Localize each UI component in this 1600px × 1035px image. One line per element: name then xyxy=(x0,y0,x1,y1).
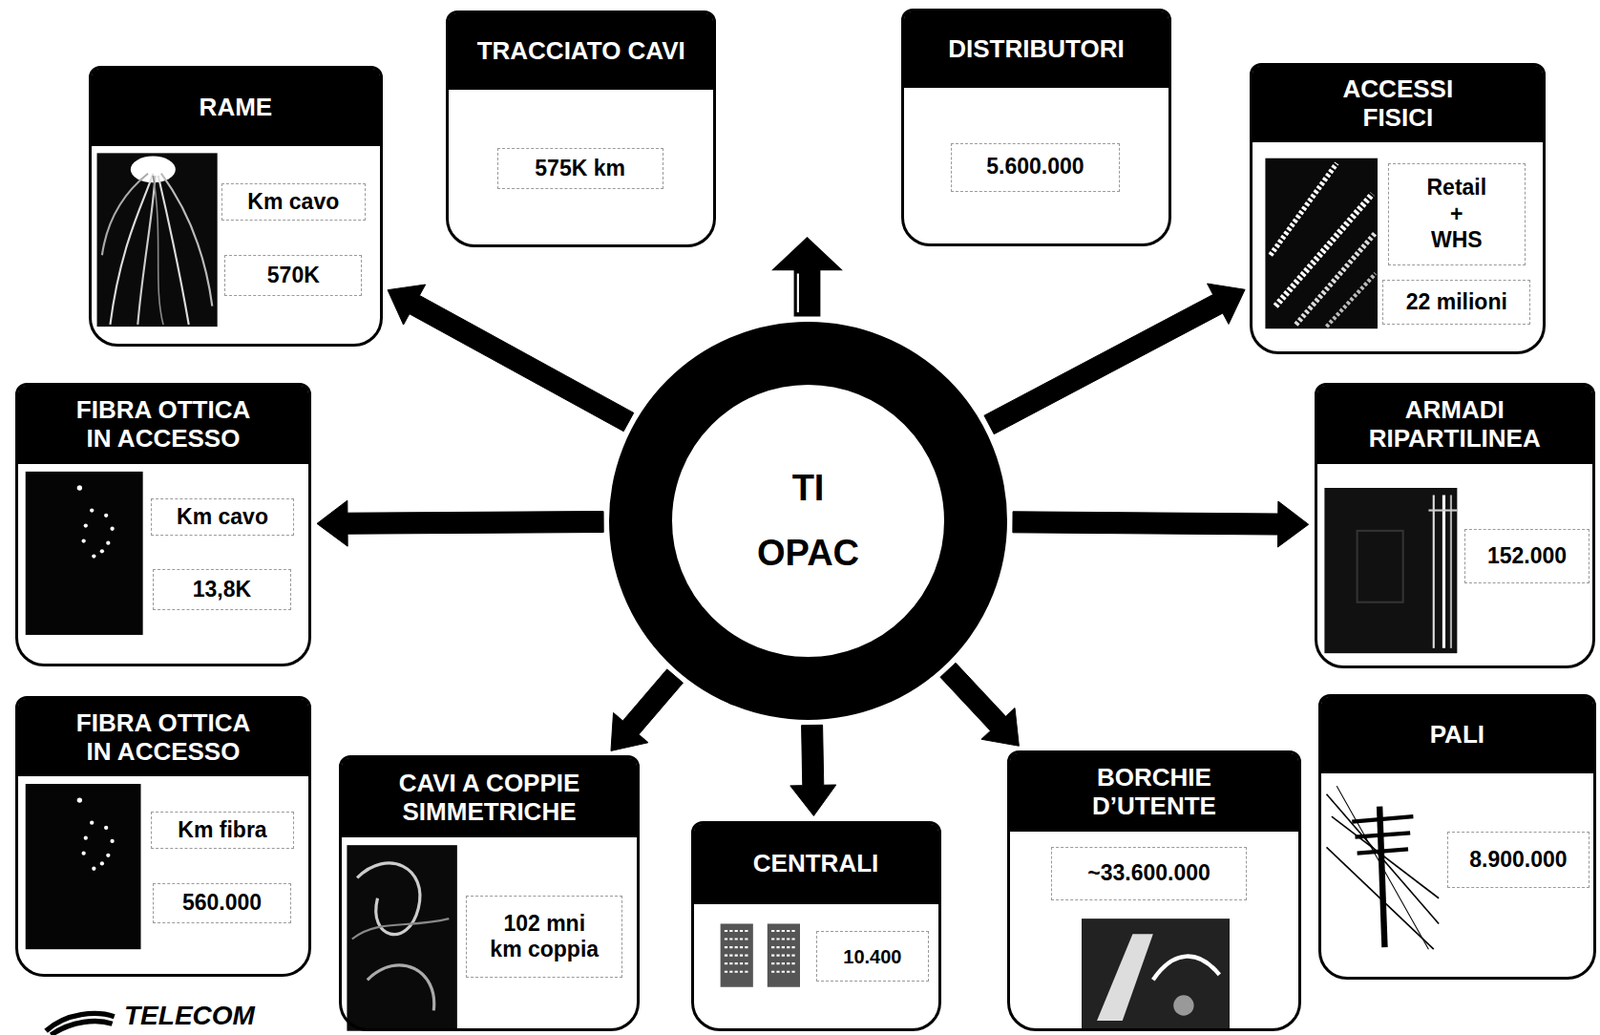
value-label: 152.000 xyxy=(1464,528,1589,585)
value-label: 5.600.000 xyxy=(950,143,1119,192)
info-box: CAVI A COPPIE SIMMETRICHE 102 mni km copp… xyxy=(338,755,640,1032)
value-label: 13,8K xyxy=(152,568,291,611)
arrow-connector xyxy=(1012,501,1309,548)
fibre-photo xyxy=(25,471,144,635)
info-box: PALI 8.900.000 xyxy=(1318,694,1597,980)
value-label: ~33.600.000 xyxy=(1051,846,1247,901)
box-header: PALI xyxy=(1321,696,1594,774)
cable-photo xyxy=(1264,158,1378,330)
fibre-photo xyxy=(25,783,142,949)
arrow-connector xyxy=(940,662,1019,746)
arrow-connector xyxy=(790,724,837,816)
socket-photo xyxy=(1081,918,1230,1029)
box-header: FIBRA OTTICA IN ACCESSO xyxy=(18,385,309,464)
info-box: RAME Km cavo 570K xyxy=(88,65,383,347)
info-box: ACCESSI FISICI Retail + WHS 22 milioni xyxy=(1249,63,1546,355)
value-label: 570K xyxy=(224,254,362,296)
logo-text: TELECOM xyxy=(124,1000,255,1032)
info-box: TRACCIATO CAVI 575K km xyxy=(445,10,716,248)
info-box: DISTRIBUTORI 5.600.000 xyxy=(901,8,1172,247)
arrow-connector xyxy=(316,500,604,547)
copper-photo xyxy=(97,152,218,327)
value-label: Km fibra xyxy=(150,811,295,850)
value-label: 10.400 xyxy=(816,930,929,982)
up-arrow xyxy=(771,236,843,316)
info-box: FIBRA OTTICA IN ACCESSO Km cavo 13,8K xyxy=(15,382,312,667)
box-header: BORCHIE D’UTENTE xyxy=(1010,753,1299,832)
value-label: 22 milioni xyxy=(1382,279,1531,325)
info-box: BORCHIE D’UTENTE ~33.600.000 xyxy=(1007,750,1302,1032)
building-icon xyxy=(720,923,800,987)
info-box: ARMADI RIPARTILINEA 152.000 xyxy=(1314,382,1596,669)
logo-mark xyxy=(45,1013,115,1035)
pole-drawing xyxy=(1326,785,1440,949)
box-header: CENTRALI xyxy=(694,823,939,904)
value-label: 102 mni km coppia xyxy=(465,895,623,978)
value-label: 560.000 xyxy=(152,883,291,925)
box-header: TRACCIATO CAVI xyxy=(448,13,714,90)
info-box: FIBRA OTTICA IN ACCESSO Km fibra 560.000 xyxy=(15,695,312,977)
arrow-connector xyxy=(610,669,683,752)
box-header: ACCESSI FISICI xyxy=(1252,65,1543,143)
arrow-connector xyxy=(387,284,634,432)
box-header: DISTRIBUTORI xyxy=(904,11,1169,88)
box-header: FIBRA OTTICA IN ACCESSO xyxy=(18,698,309,777)
cable-pairs-photo xyxy=(346,844,457,1032)
arrow-connector xyxy=(984,283,1245,435)
value-label: Km cavo xyxy=(221,183,366,220)
info-box: CENTRALI 10.400 xyxy=(691,821,942,1031)
box-header: RAME xyxy=(91,68,380,146)
value-label: Km cavo xyxy=(150,498,295,537)
value-label: 8.900.000 xyxy=(1447,831,1591,888)
value-label: 575K km xyxy=(497,147,664,190)
center-circle: TI OPAC xyxy=(609,321,1008,720)
box-header: CAVI A COPPIE SIMMETRICHE xyxy=(341,757,637,838)
cabinet-photo xyxy=(1324,487,1457,653)
value-label: Retail + WHS xyxy=(1388,163,1526,266)
center-label: TI OPAC xyxy=(741,455,876,587)
box-header: ARMADI RIPARTILINEA xyxy=(1317,385,1593,464)
